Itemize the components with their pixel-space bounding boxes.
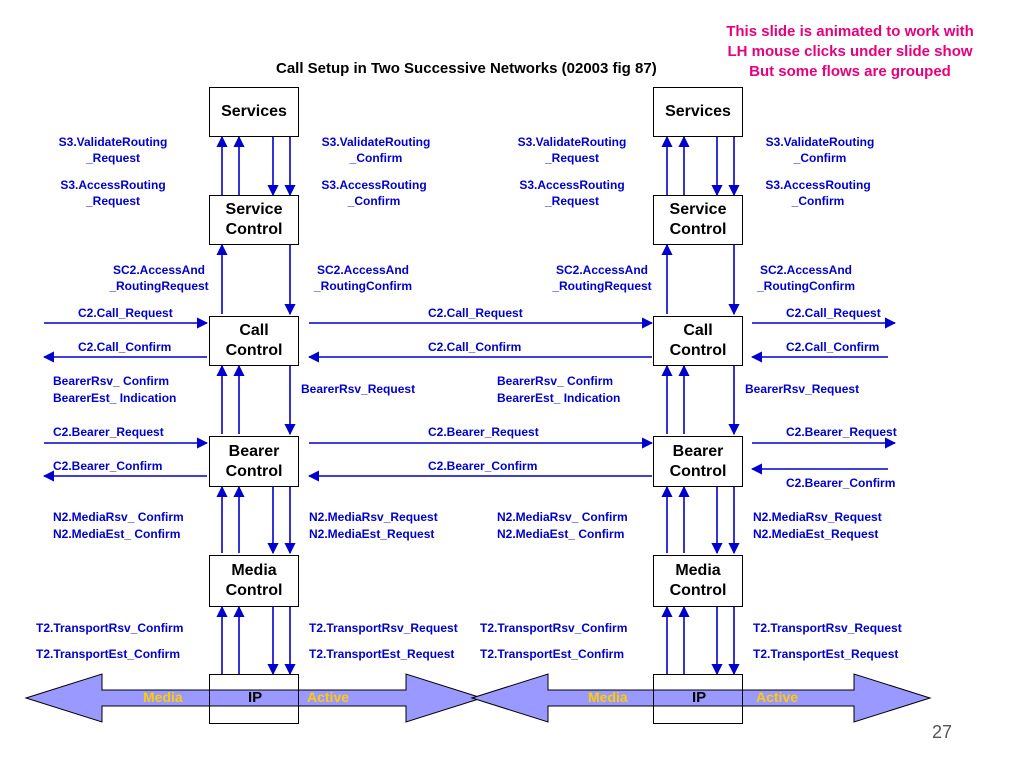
bearer-control-box-left: Bearer Control <box>209 436 299 487</box>
note-line-3: But some flows are grouped <box>749 63 951 80</box>
ip-box-right <box>653 674 743 724</box>
active-label-left: Active <box>307 689 350 705</box>
label-s3-validate-confirm-right: S3.ValidateRouting _Confirm <box>765 135 875 165</box>
call-control-box-left: Call Control <box>209 316 299 366</box>
label-s3-validate-confirm-left: S3.ValidateRouting _Confirm <box>321 135 431 165</box>
label-s3-validate-request-right: S3.ValidateRouting _Request <box>517 135 627 165</box>
label-s3-access-request-left: S3.AccessRouting _Request <box>60 178 166 208</box>
ip-label-left: IP <box>248 689 263 706</box>
label-n2-request-left: N2.MediaRsv_Request N2.MediaEst_Request <box>309 510 438 541</box>
label-t2-est-request-left: T2.TransportEst_Request <box>309 647 455 661</box>
ip-label-right: IP <box>692 689 707 706</box>
media-control-box-right: Media Control <box>653 555 743 607</box>
service-control-box-left: Service Control <box>209 195 299 245</box>
bearer-control-box-right: Bearer Control <box>653 436 743 487</box>
label-c2-bearer-request-left: C2.Bearer_Request <box>53 425 164 439</box>
services-box-left: Services <box>209 87 299 137</box>
label-sc2-request-right: SC2.AccessAnd _RoutingRequest <box>552 263 652 293</box>
slide-title: Call Setup in Two Successive Networks (0… <box>276 60 657 77</box>
label-s3-access-request-right: S3.AccessRouting _Request <box>519 178 625 208</box>
label-c2-bearer-request-right: C2.Bearer_Request <box>786 425 897 439</box>
media-label-right: Media <box>588 689 628 705</box>
label-c2-call-confirm-left: C2.Call_Confirm <box>78 340 172 354</box>
label-bearer-rsv-request-left: BearerRsv_Request <box>301 382 416 396</box>
ip-box-left <box>209 674 299 724</box>
note-line-2: LH mouse clicks under slide show <box>727 43 973 60</box>
transport-arrow-right <box>470 673 932 723</box>
label-c2-bearer-request-mid: C2.Bearer_Request <box>428 425 539 439</box>
label-t2-rsv-confirm-right: T2.TransportRsv_Confirm <box>480 621 628 635</box>
label-s3-access-confirm-left: S3.AccessRouting _Confirm <box>321 178 427 208</box>
services-box-right: Services <box>653 87 743 137</box>
label-t2-rsv-confirm-left: T2.TransportRsv_Confirm <box>36 621 184 635</box>
label-n2-confirm-right: N2.MediaRsv_ Confirm N2.MediaEst_ Confir… <box>497 510 628 541</box>
label-c2-call-request-left: C2.Call_Request <box>78 306 173 320</box>
label-c2-call-request-right: C2.Call_Request <box>786 306 881 320</box>
label-c2-bearer-confirm-mid: C2.Bearer_Confirm <box>428 459 538 473</box>
label-t2-est-request-right: T2.TransportEst_Request <box>753 647 899 661</box>
label-c2-call-request-mid: C2.Call_Request <box>428 306 523 320</box>
media-control-box-left: Media Control <box>209 555 299 607</box>
animation-note: This slide is animated to work with LH m… <box>700 22 1000 82</box>
note-line-1: This slide is animated to work with <box>726 23 974 40</box>
label-sc2-request-left: SC2.AccessAnd _RoutingRequest <box>109 263 209 293</box>
label-sc2-confirm-right: SC2.AccessAnd _RoutingConfirm <box>757 263 855 293</box>
service-control-box-right: Service Control <box>653 195 743 245</box>
label-c2-call-confirm-right: C2.Call_Confirm <box>786 340 880 354</box>
label-n2-request-right: N2.MediaRsv_Request N2.MediaEst_Request <box>753 510 882 541</box>
media-label-left: Media <box>143 689 183 705</box>
label-sc2-confirm-left: SC2.AccessAnd _RoutingConfirm <box>314 263 412 293</box>
label-c2-bearer-confirm-right: C2.Bearer_Confirm <box>786 476 896 490</box>
call-control-box-right: Call Control <box>653 316 743 366</box>
label-bearer-rsv-request-right: BearerRsv_Request <box>745 382 860 396</box>
label-c2-call-confirm-mid: C2.Call_Confirm <box>428 340 522 354</box>
label-s3-access-confirm-right: S3.AccessRouting _Confirm <box>765 178 871 208</box>
label-bearer-rsv-confirm-right: BearerRsv_ Confirm BearerEst_ Indication <box>497 374 621 405</box>
label-t2-est-confirm-right: T2.TransportEst_Confirm <box>480 647 625 661</box>
page-number: 27 <box>932 722 953 742</box>
label-c2-bearer-confirm-left: C2.Bearer_Confirm <box>53 459 163 473</box>
label-t2-rsv-request-right: T2.TransportRsv_Request <box>753 621 902 635</box>
label-t2-rsv-request-left: T2.TransportRsv_Request <box>309 621 458 635</box>
label-s3-validate-request-left: S3.ValidateRouting _Request <box>58 135 168 165</box>
label-n2-confirm-left: N2.MediaRsv_ Confirm N2.MediaEst_ Confir… <box>53 510 184 541</box>
active-label-right: Active <box>756 689 799 705</box>
label-t2-est-confirm-left: T2.TransportEst_Confirm <box>36 647 181 661</box>
label-bearer-rsv-confirm-left: BearerRsv_ Confirm BearerEst_ Indication <box>53 374 177 405</box>
